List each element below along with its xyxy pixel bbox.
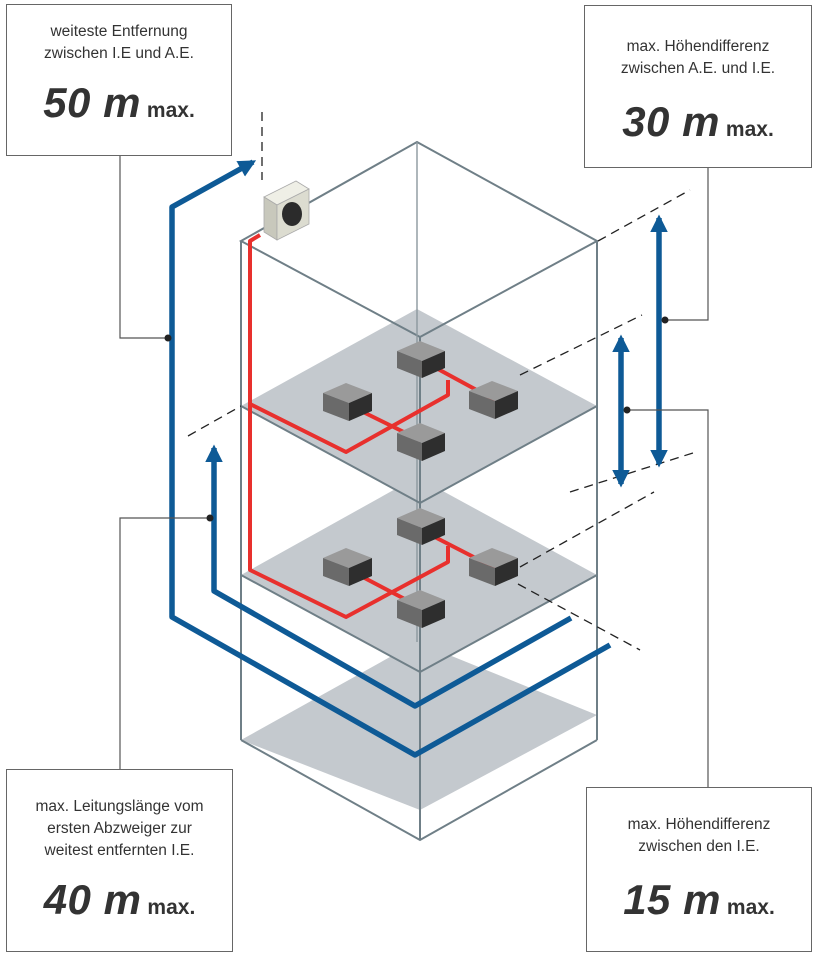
building-frame [238,140,600,842]
indoor-unit-icon [469,381,518,419]
callout-description: max. Leitungslänge vom ersten Abzweiger … [7,796,232,862]
callout-unit: max. [147,896,196,919]
desc-line: max. Höhendifferenz [626,38,770,55]
callout-value: 30 m [622,98,720,145]
leader-dots [164,316,669,522]
indoor-unit-icon [397,341,445,378]
callout-height-difference-outdoor-indoor: max. Höhendifferenz zwischen A.E. und I.… [584,5,812,168]
desc-line: max. Leitungslänge vom [35,798,204,815]
desc-line: zwischen A.E. und I.E. [620,60,776,77]
callout-value: 50 m [43,79,141,126]
indoor-unit-icon [397,508,445,545]
callout-unit: max. [146,99,195,122]
desc-line: max. Höhendifferenz [627,816,771,833]
callout-height-difference-indoor: max. Höhendifferenz zwischen den I.E. 15… [586,787,812,952]
callout-description: max. Höhendifferenz zwischen den I.E. [587,814,811,858]
callout-value: 15 m [623,876,721,923]
distance-arrows [169,159,668,758]
callout-unit: max. [726,896,775,919]
desc-line: zwischen I.E und A.E. [44,45,194,62]
callout-max-distance: weiteste Entfernung zwischen I.E und A.E… [6,4,232,156]
desc-line: weiteste Entfernung [50,23,188,40]
desc-line: weitest entfernten I.E. [44,842,195,859]
indoor-unit-icon [469,548,518,586]
callout-leaders [119,156,709,787]
indoor-unit-icon [323,548,372,586]
callout-description: weiteste Entfernung zwischen I.E und A.E… [7,21,231,65]
callout-max-pipe-length: max. Leitungslänge vom ersten Abzweiger … [6,769,233,952]
indoor-unit-icon [397,590,445,628]
guide-lines [187,112,697,651]
indoor-unit-icon [323,383,372,421]
callout-value: 40 m [43,876,142,923]
desc-line: zwischen den I.E. [638,838,760,855]
callout-unit: max. [725,118,774,141]
desc-line: ersten Abzweiger zur [47,820,192,837]
outdoor-unit-icon [263,180,310,241]
callout-description: max. Höhendifferenz zwischen A.E. und I.… [585,36,811,80]
indoor-unit-icon [397,423,445,461]
